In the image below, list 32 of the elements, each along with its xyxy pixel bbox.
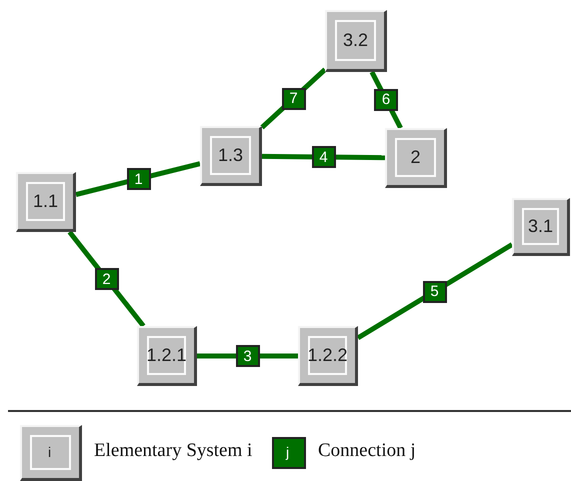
connection-line bbox=[75, 161, 201, 197]
system-box bbox=[325, 10, 387, 72]
node-label: 1.1 bbox=[32, 191, 58, 212]
edge-label: 3 bbox=[236, 345, 260, 367]
node-label: 1.2.2 bbox=[307, 345, 348, 366]
legend-text: Connection j bbox=[318, 440, 416, 462]
edge-label: 6 bbox=[374, 88, 398, 110]
system-box bbox=[385, 128, 447, 188]
system-box bbox=[298, 326, 358, 386]
node-label: 1.3 bbox=[218, 145, 244, 166]
system-box bbox=[16, 172, 76, 232]
edge-label: 7 bbox=[282, 88, 306, 110]
edge-label: 4 bbox=[312, 146, 336, 168]
node-label: 1.2.1 bbox=[146, 345, 187, 366]
connection-line bbox=[197, 354, 298, 358]
legend-symbol: j bbox=[286, 444, 290, 460]
connection-line bbox=[356, 242, 514, 340]
edge-label: 5 bbox=[422, 280, 446, 302]
system-box bbox=[512, 198, 570, 256]
connection-line bbox=[260, 68, 327, 130]
legend-text: Elementary System i bbox=[94, 440, 252, 462]
edge-label: 2 bbox=[94, 268, 118, 290]
system-box bbox=[200, 126, 262, 186]
node-label: 3.2 bbox=[342, 30, 368, 51]
legend-symbol: i bbox=[48, 444, 52, 460]
node-label: 2 bbox=[410, 147, 420, 168]
system-box bbox=[137, 326, 197, 386]
edge-label: 1 bbox=[126, 168, 150, 190]
connection-line bbox=[370, 70, 403, 130]
connection-line bbox=[262, 154, 386, 160]
node-label: 3.1 bbox=[528, 216, 554, 237]
connection-line bbox=[68, 230, 146, 328]
